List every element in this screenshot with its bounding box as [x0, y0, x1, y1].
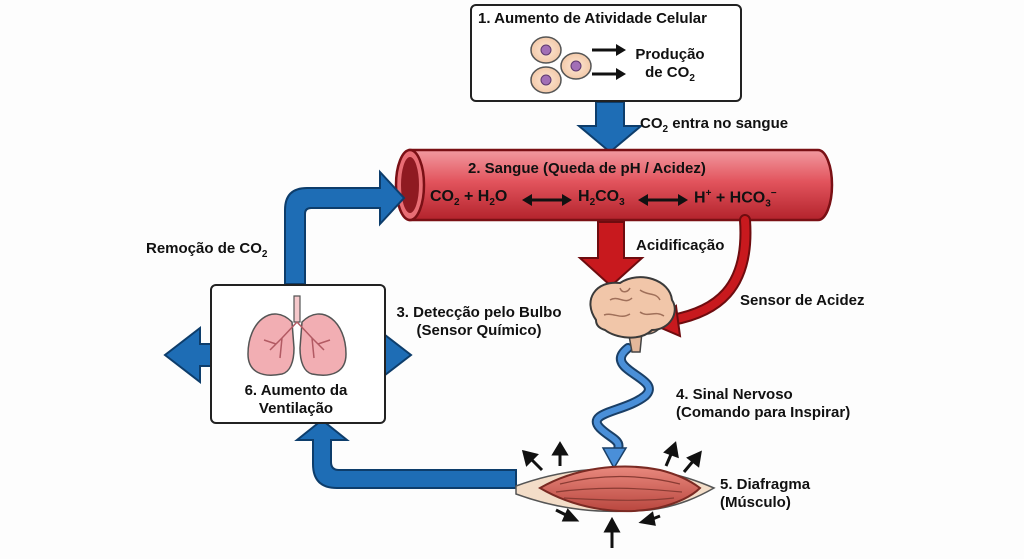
step5-label: 5. Diafragma (Músculo) [720, 476, 811, 511]
diaphragm-motion-arrows [521, 441, 702, 548]
equilibrium-arrow-1 [522, 194, 572, 206]
co2-removal-arrow [284, 169, 406, 285]
step2-title: 2. Sangue (Queda de pH / Acidez) [468, 160, 706, 177]
co2-entry-label: CO2 entra no sangue [640, 115, 789, 135]
ventilation-box [210, 284, 386, 424]
step4-label: 4. Sinal Nervoso (Comando para Inspirar) [676, 386, 851, 421]
cells-icon [530, 36, 592, 94]
diaphragm-muscle-icon [515, 465, 716, 513]
cell-activity-box [470, 4, 742, 102]
step1-title: 1. Aumento de Atividade Celular [478, 10, 707, 27]
blood-vessel-icon [394, 148, 834, 222]
diaphragm-to-lungs-arrow [294, 418, 517, 489]
acidification-label: Acidificação [636, 237, 725, 254]
carbonic-acid-species: H2CO3 [578, 188, 625, 209]
step6-label: 6. Aumento da Ventilação [244, 382, 348, 417]
brain-icon [589, 276, 676, 353]
equilibrium-arrow-2 [638, 194, 688, 206]
ions-species: H+ + HCO3− [694, 188, 777, 210]
lungs-icon [247, 295, 347, 376]
acid-sensor-label: Sensor de Acidez [740, 292, 865, 309]
acidification-arrow [577, 221, 645, 288]
co2-production-label: Produção de CO2 [635, 46, 705, 84]
step3-label: 3. Detecção pelo Bulbo (Sensor Químico) [396, 304, 562, 339]
co2-removal-label: Remoção de CO2 [146, 240, 268, 260]
carbonic-acid-equation: CO2 + H2O [430, 188, 508, 209]
production-arrows [592, 44, 626, 80]
co2-entry-arrow [576, 101, 644, 154]
